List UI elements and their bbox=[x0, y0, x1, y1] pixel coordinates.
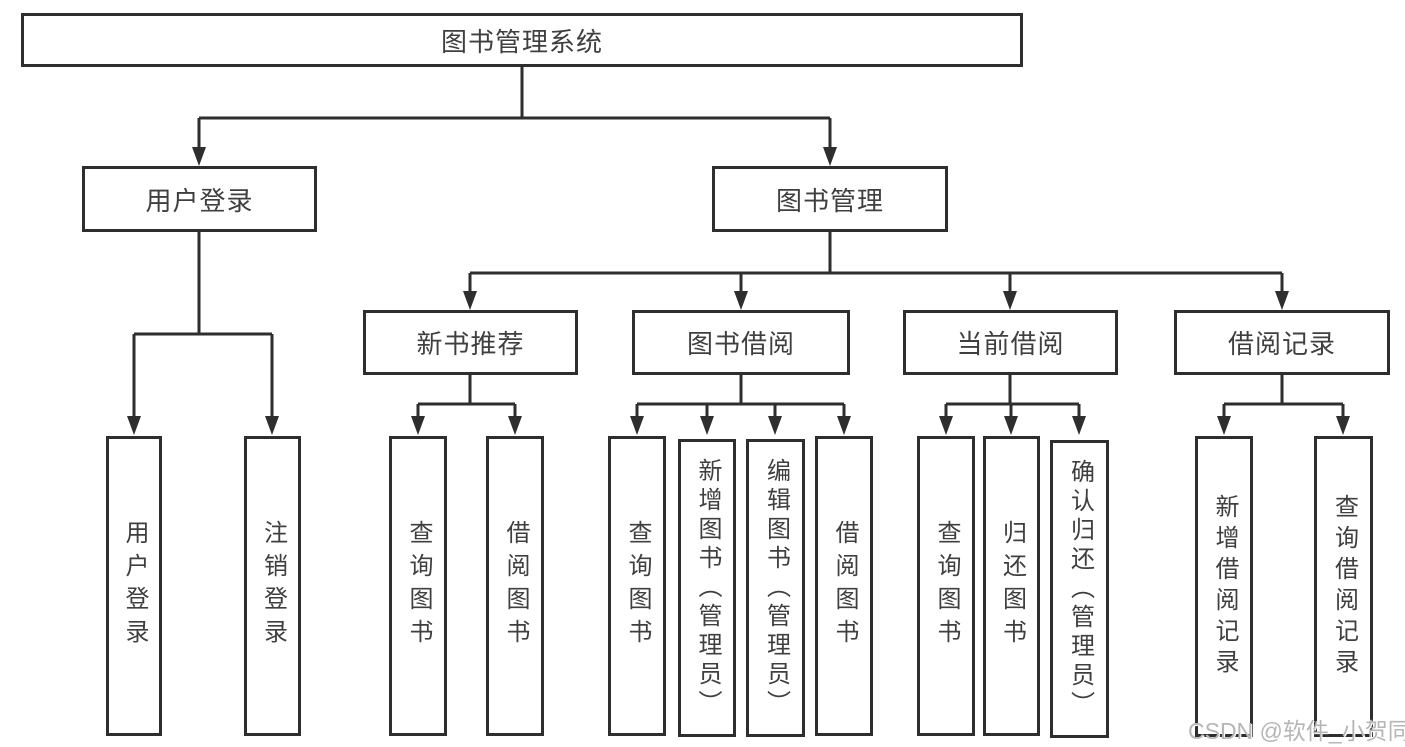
leaf-confirm-return-admin: 确认归还（管理员） bbox=[1050, 440, 1109, 738]
node-current-borrow: 当前借阅 bbox=[903, 310, 1118, 375]
arrow-down-icon bbox=[1275, 291, 1289, 310]
node-book-borrow: 图书借阅 bbox=[632, 310, 850, 375]
leaf-edit-books-admin: 编辑图书（管理员） bbox=[746, 439, 805, 737]
leaf-query-books-borrow: 查询图书 bbox=[608, 436, 666, 736]
arrow-down-icon bbox=[700, 416, 714, 435]
leaf-query-borrow-record: 查询借阅记录 bbox=[1314, 436, 1373, 737]
arrow-down-icon bbox=[734, 291, 748, 310]
leaf-add-books-admin: 新增图书（管理员） bbox=[678, 439, 736, 737]
leaf-logout: 注销登录 bbox=[244, 436, 301, 736]
leaf-borrow-books-recommend: 借阅图书 bbox=[486, 436, 544, 736]
arrow-down-icon bbox=[411, 416, 425, 435]
leaf-user-login: 用户登录 bbox=[106, 436, 162, 736]
csdn-watermark: CSDN @软件_小贺同学 bbox=[1188, 718, 1405, 744]
node-library-management-system: 图书管理系统 bbox=[21, 13, 1023, 67]
arrow-down-icon bbox=[939, 416, 953, 435]
arrow-down-icon bbox=[1336, 416, 1350, 435]
node-new-book-recommend: 新书推荐 bbox=[363, 310, 578, 375]
arrow-down-icon bbox=[837, 416, 851, 435]
arrow-down-icon bbox=[265, 416, 279, 435]
arrow-down-icon bbox=[192, 147, 206, 166]
connector-paths bbox=[132, 67, 1345, 419]
node-book-management: 图书管理 bbox=[712, 166, 948, 232]
arrow-down-icon bbox=[823, 147, 837, 166]
arrow-down-icon bbox=[463, 291, 477, 310]
leaf-add-borrow-record: 新增借阅记录 bbox=[1195, 436, 1253, 737]
leaf-borrow-books-borrow: 借阅图书 bbox=[815, 436, 873, 736]
arrow-down-icon bbox=[508, 416, 522, 435]
leaf-query-books-current: 查询图书 bbox=[917, 436, 975, 736]
arrow-down-icon bbox=[1072, 416, 1086, 435]
node-user-login: 用户登录 bbox=[82, 166, 317, 232]
arrow-down-icon bbox=[1217, 416, 1231, 435]
arrow-down-icon bbox=[630, 416, 644, 435]
arrow-down-icon bbox=[1004, 416, 1018, 435]
arrow-down-icon bbox=[1003, 291, 1017, 310]
arrow-down-icon bbox=[768, 416, 782, 435]
arrow-down-icon bbox=[127, 416, 141, 435]
leaf-return-books: 归还图书 bbox=[983, 436, 1040, 736]
node-borrow-records: 借阅记录 bbox=[1174, 310, 1390, 375]
leaf-query-books-recommend: 查询图书 bbox=[389, 436, 447, 736]
